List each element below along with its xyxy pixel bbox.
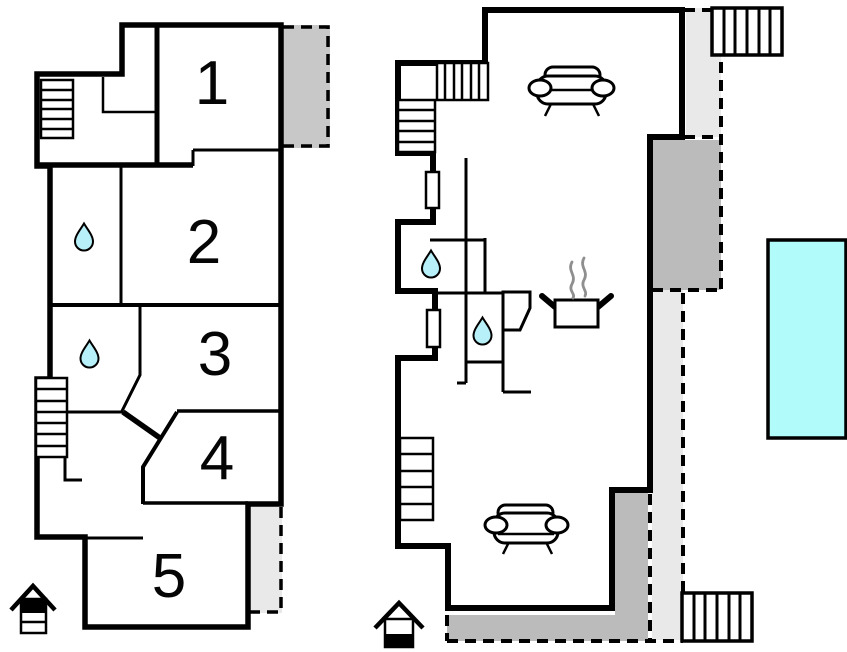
exterior-wall [34,22,284,630]
interior-walls [37,25,281,540]
sofa-icon [483,503,570,555]
water-drop-icon [420,248,442,279]
room-label-5: 5 [152,542,186,611]
sofa-icon [527,65,616,117]
interior-walls [430,158,531,394]
entrance-house-icon [373,599,425,649]
room-label-4: 4 [200,424,234,493]
stairs-icon [398,436,435,522]
external-stairs-icon [680,591,754,643]
cooking-pot-icon [539,256,614,329]
room-label-1: 1 [195,49,229,118]
lower-terrace [248,506,282,613]
water-drop-icon [472,315,493,346]
balcony-terrace [283,25,330,148]
pool [766,238,847,440]
entrance-house-icon [9,582,57,635]
water-drop-icon [79,338,100,369]
terrace-dashed-borders [445,8,723,643]
terrace-strip-right [652,290,683,640]
right-floor-plan [373,6,784,649]
stairs-icon [396,61,490,154]
steam-icon [569,256,588,300]
window-marker [424,170,441,210]
balcony-dashed-border [283,25,330,148]
room-label-2: 2 [187,208,221,277]
left-floor-plan: 1 2 3 4 5 [9,22,330,635]
stairs-icon [34,376,69,459]
room-label-3: 3 [198,320,232,389]
external-stairs-icon [710,6,784,57]
window-marker [425,308,442,349]
terrace-dark-upper [652,140,721,290]
water-drop-icon [73,221,95,252]
terrace-dark-lower [447,492,648,641]
door-leaf [501,290,532,332]
stairs-icon [39,78,75,140]
